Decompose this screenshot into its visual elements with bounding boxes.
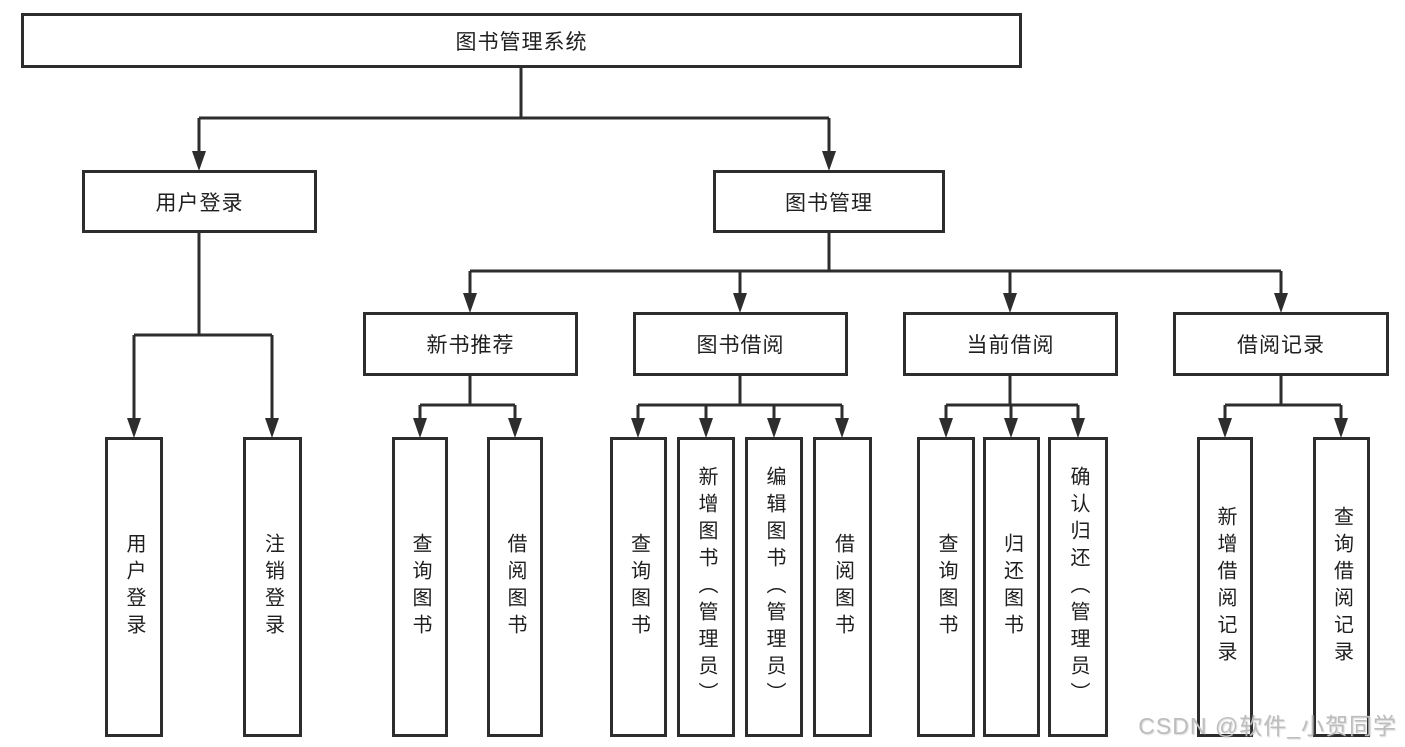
node-borrow-records: 借阅记录 [1173,312,1389,376]
node-label: 查询图书 [627,533,650,641]
arrowhead-icon [265,418,279,438]
node-label: 借阅记录 [1237,334,1325,357]
leaf-return-book: 归还图书 [983,437,1040,737]
watermark: CSDN @软件_小贺同学 [1138,713,1397,739]
connector-user-login-split [127,233,279,438]
leaf-query-borrow-record: 查询借阅记录 [1313,437,1370,737]
leaf-query-books-current: 查询图书 [917,437,975,737]
node-current-borrow: 当前借阅 [903,312,1118,376]
node-label: 查询图书 [935,533,957,641]
node-label: 确认归还（管理员） [1067,465,1089,709]
arrowhead-icon [1071,418,1085,438]
node-label: 查询借阅记录 [1330,506,1353,668]
arrowhead-icon [127,418,141,438]
node-label: 图书管理 [785,191,873,215]
arrowhead-icon [508,418,522,438]
arrowhead-icon [1334,418,1348,438]
connector-new-book-split [413,376,522,438]
arrowhead-icon [192,151,206,171]
node-label: 归还图书 [1000,533,1023,641]
connector-borrow-records-split [1218,376,1348,438]
arrowhead-icon [1003,293,1017,313]
arrowhead-icon [631,418,645,438]
node-label: 新增图书（管理员） [695,465,717,709]
connector-current-borrow-split [939,376,1085,438]
node-label: 新增借阅记录 [1214,506,1236,668]
leaf-edit-book-admin: 编辑图书（管理员） [745,437,803,737]
node-label: 图书管理系统 [455,30,588,54]
arrowhead-icon [835,418,849,438]
leaf-user-login: 用户登录 [105,437,163,737]
node-label: 图书借阅 [696,334,785,357]
arrowhead-icon [413,418,427,438]
leaf-confirm-return-admin: 确认归还（管理员） [1048,437,1108,737]
leaf-borrow-books-recommend: 借阅图书 [487,437,543,737]
node-label: 注销登录 [261,533,284,641]
node-book-management: 图书管理 [713,170,945,233]
arrowhead-icon [463,293,477,313]
arrowhead-icon [699,418,713,438]
leaf-query-books-borrow: 查询图书 [610,437,667,737]
node-root: 图书管理系统 [21,13,1022,68]
node-label: 用户登录 [155,191,244,215]
arrowhead-icon [733,293,747,313]
arrowhead-icon [767,418,781,438]
arrowhead-icon [1004,418,1018,438]
arrowhead-icon [1274,293,1288,313]
arrowhead-icon [939,418,953,438]
arrowhead-icon [1218,418,1232,438]
leaf-query-books-recommend: 查询图书 [392,437,448,737]
arrowhead-icon [822,151,836,171]
node-label: 当前借阅 [966,334,1055,357]
node-label: 查询图书 [409,533,431,641]
node-label: 借阅图书 [504,533,526,641]
node-new-book-recommend: 新书推荐 [363,312,578,376]
node-user-login-branch: 用户登录 [82,170,317,233]
node-label: 新书推荐 [426,334,515,357]
leaf-add-borrow-record: 新增借阅记录 [1197,437,1253,737]
node-book-borrow: 图书借阅 [633,312,848,376]
leaf-add-book-admin: 新增图书（管理员） [677,437,735,737]
node-label: 编辑图书（管理员） [763,465,785,709]
connector-book-borrow-split [631,376,849,438]
node-label: 借阅图书 [831,533,854,641]
leaf-logout: 注销登录 [243,437,302,737]
leaf-borrow-books: 借阅图书 [813,437,872,737]
node-label: 用户登录 [123,533,145,641]
connector-root-split [192,68,836,171]
connector-book-mgmt-split [463,233,1288,313]
